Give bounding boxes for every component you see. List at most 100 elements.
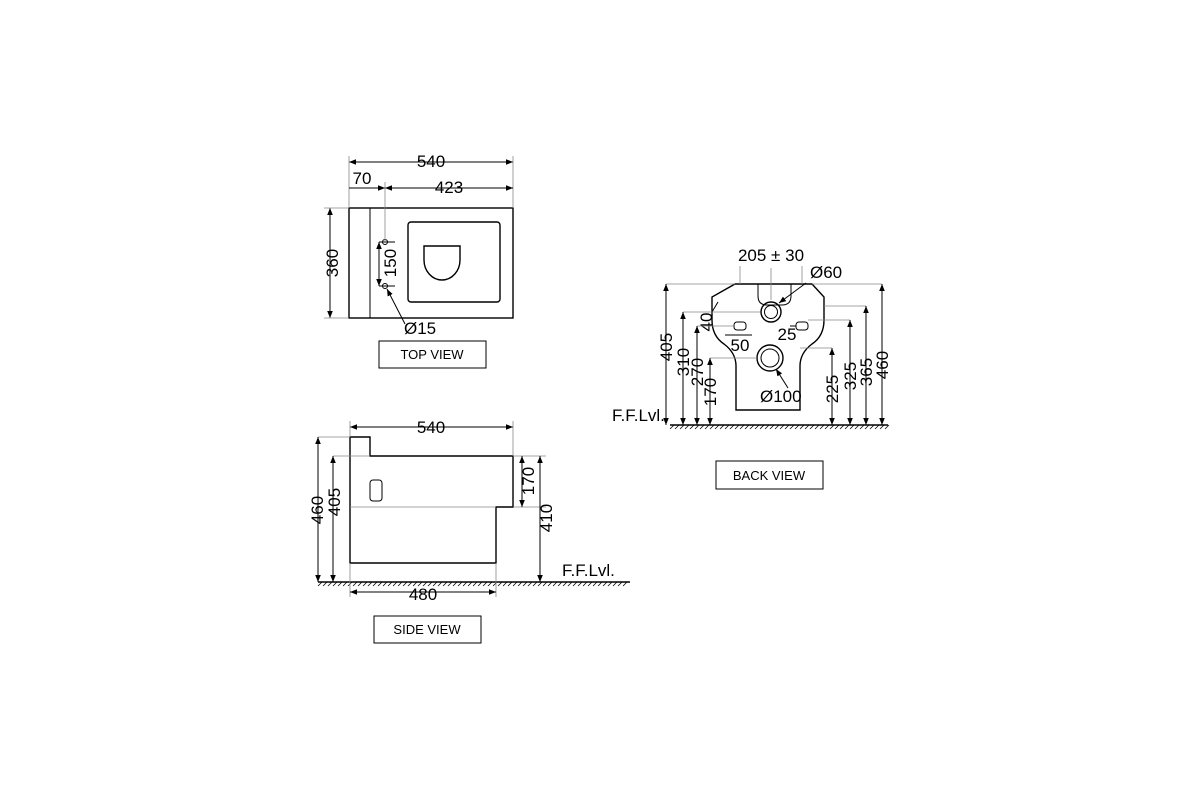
hatch-stroke [527, 581, 533, 587]
leader-hole-diameter [386, 288, 406, 325]
top-view-label-box [378, 340, 487, 369]
leader-inlet [778, 282, 807, 304]
back-dim-310: 310 [674, 348, 693, 376]
hatch-stroke [804, 424, 810, 430]
hatch-stroke [397, 581, 403, 587]
hatch-stroke [779, 424, 785, 430]
hatch-stroke [684, 424, 690, 430]
back-view-label-box [715, 460, 824, 490]
side-view-inlet [369, 479, 383, 502]
top-view-label: TOP VIEW [400, 347, 464, 362]
hatch-stroke [754, 424, 760, 430]
hatch-stroke [814, 424, 820, 430]
hatch-stroke [417, 581, 423, 587]
top-dim-hole-diameter: Ø15 [404, 319, 436, 338]
hatch-stroke [809, 424, 815, 430]
hatch-stroke [744, 424, 750, 430]
hatch-stroke [387, 581, 393, 587]
hatch-stroke [602, 581, 608, 587]
hatch-stroke [844, 424, 850, 430]
hatch-stroke [487, 581, 493, 587]
hatch-stroke [784, 424, 790, 430]
top-dim-hole-spacing: 150 [381, 249, 400, 277]
back-view-label: BACK VIEW [733, 468, 806, 483]
hatch-stroke [724, 424, 730, 430]
hatch-stroke [502, 581, 508, 587]
hatch-stroke [562, 581, 568, 587]
back-dim-inlet: Ø60 [810, 263, 842, 282]
hatch-stroke [874, 424, 880, 430]
hatch-stroke [377, 581, 383, 587]
hatch-stroke [719, 424, 725, 430]
back-floor-hatch [669, 424, 890, 430]
hatch-stroke [869, 424, 875, 430]
hatch-stroke [839, 424, 845, 430]
hatch-stroke [694, 424, 700, 430]
hatch-stroke [542, 581, 548, 587]
hatch-stroke [824, 424, 830, 430]
hatch-stroke [512, 581, 518, 587]
hatch-stroke [432, 581, 438, 587]
top-view-seat-frame [407, 221, 501, 303]
side-dim-width: 540 [417, 418, 445, 437]
hatch-stroke [452, 581, 458, 587]
hatch-stroke [799, 424, 805, 430]
hatch-stroke [577, 581, 583, 587]
hatch-stroke [759, 424, 765, 430]
side-view: F.F.Lvl. 540 460 405 170 410 480 SIDE VI… [308, 418, 630, 644]
hatch-stroke [854, 424, 860, 430]
top-dim-inset: 70 [353, 169, 372, 188]
hatch-stroke [462, 581, 468, 587]
back-dim-50: 50 [731, 336, 750, 355]
back-dim-405: 405 [657, 333, 676, 361]
back-dim-spacing: 205 ± 30 [738, 246, 804, 265]
back-dim-365: 365 [857, 358, 876, 386]
side-floor-label: F.F.Lvl. [562, 561, 615, 580]
hatch-stroke [392, 581, 398, 587]
hatch-stroke [764, 424, 770, 430]
hatch-stroke [552, 581, 558, 587]
fixing-slot-right [795, 321, 809, 331]
hatch-stroke [734, 424, 740, 430]
hatch-stroke [477, 581, 483, 587]
back-dim-325: 325 [841, 362, 860, 390]
hatch-stroke [337, 581, 343, 587]
tick-40 [711, 301, 719, 313]
side-dim-step: 170 [519, 467, 538, 495]
hatch-stroke [537, 581, 543, 587]
hatch-stroke [472, 581, 478, 587]
top-view-bowl-opening [423, 245, 461, 281]
hatch-stroke [437, 581, 443, 587]
hatch-stroke [357, 581, 363, 587]
hatch-stroke [362, 581, 368, 587]
hatch-stroke [859, 424, 865, 430]
hatch-stroke [789, 424, 795, 430]
hatch-stroke [597, 581, 603, 587]
hatch-stroke [622, 581, 628, 587]
hatch-stroke [422, 581, 428, 587]
hatch-stroke [729, 424, 735, 430]
hatch-stroke [482, 581, 488, 587]
outlet-inner-circle [760, 348, 780, 368]
hatch-stroke [674, 424, 680, 430]
hatch-stroke [517, 581, 523, 587]
hatch-stroke [342, 581, 348, 587]
fixing-slot-left [733, 321, 747, 331]
hatch-stroke [592, 581, 598, 587]
hatch-stroke [497, 581, 503, 587]
hatch-stroke [769, 424, 775, 430]
hatch-stroke [557, 581, 563, 587]
side-dim-height2: 405 [325, 488, 344, 516]
side-view-label: SIDE VIEW [393, 622, 461, 637]
hatch-stroke [879, 424, 885, 430]
hatch-stroke [884, 424, 890, 430]
hatch-stroke [864, 424, 870, 430]
side-view-outline [349, 436, 514, 564]
hatch-stroke [582, 581, 588, 587]
hatch-stroke [382, 581, 388, 587]
side-view-label-box [373, 615, 482, 644]
hatch-stroke [412, 581, 418, 587]
back-dim-170: 170 [701, 378, 720, 406]
top-dim-width: 540 [417, 152, 445, 171]
